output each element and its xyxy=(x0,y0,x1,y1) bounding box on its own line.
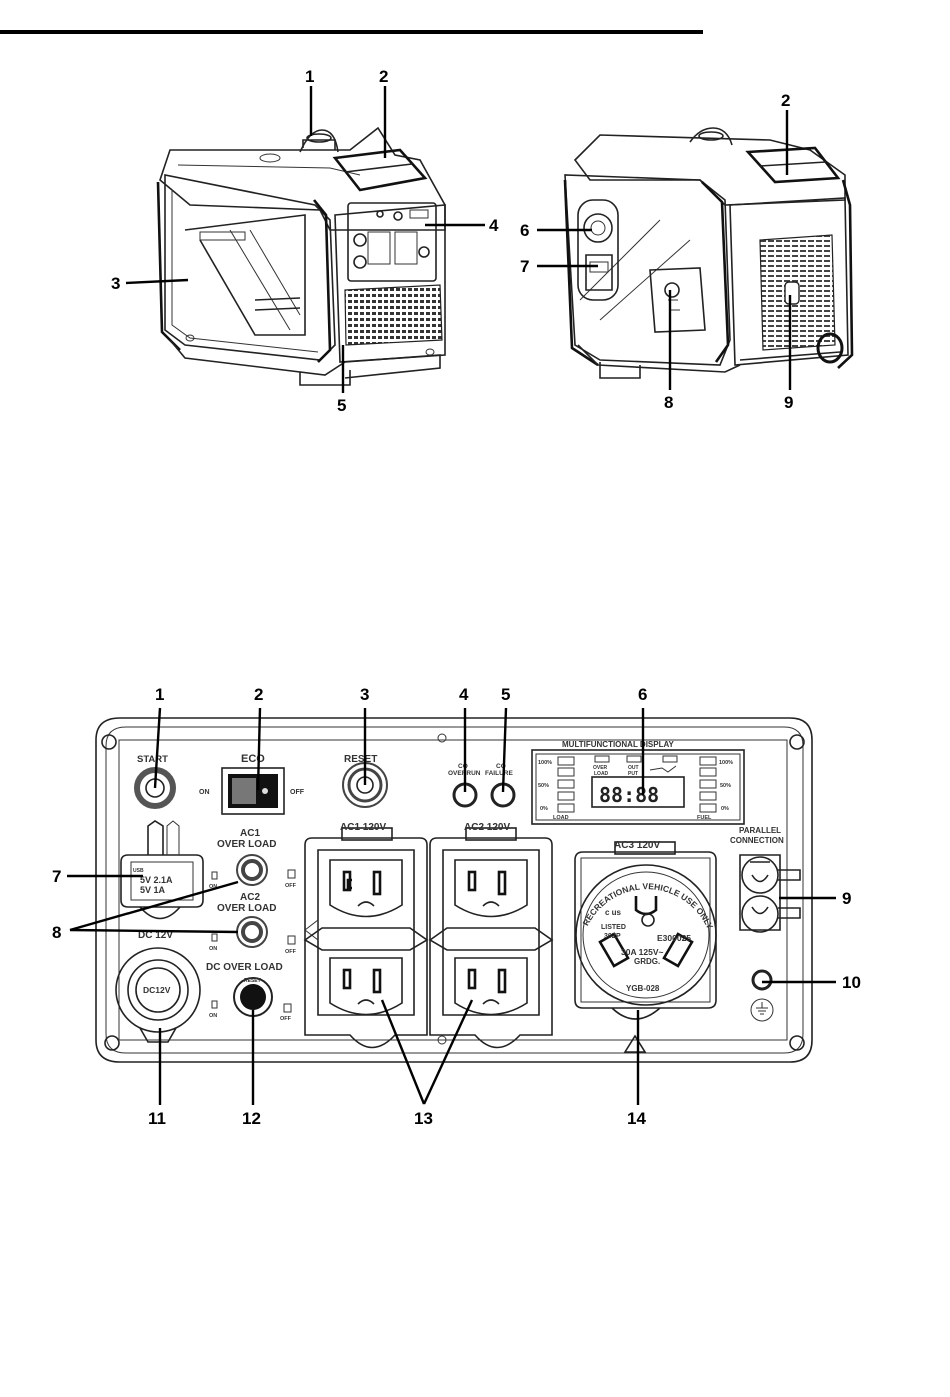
usb-rating-2: 5V 1A xyxy=(140,885,166,895)
ac1-off: OFF xyxy=(285,883,297,889)
co-failure-label-2: FAILURE xyxy=(485,770,513,777)
start-label: START xyxy=(137,754,168,765)
load-0: 0% xyxy=(540,806,548,812)
panel-callout-10: 10 xyxy=(842,973,861,992)
control-panel xyxy=(95,717,813,1063)
panel-callout-11: 11 xyxy=(148,1109,166,1128)
fuel-50: 50% xyxy=(720,783,731,789)
load-bar-cells xyxy=(557,756,575,813)
callout-9: 9 xyxy=(784,393,793,412)
c-us-mark: c us xyxy=(605,908,622,917)
callout-2b: 2 xyxy=(781,91,790,110)
cert-number: E300025 xyxy=(657,933,691,943)
panel-callout-9: 9 xyxy=(842,889,851,908)
lcd-readout: 88:88 xyxy=(599,783,659,807)
parallel-label-1: PARALLEL xyxy=(739,826,781,835)
out-put-2: PUT xyxy=(628,771,638,777)
dc12v-socket-label: DC12V xyxy=(143,985,171,995)
usb-rating-1: 5V 2.1A xyxy=(140,875,173,885)
callout-7: 7 xyxy=(520,257,529,276)
dc-overload: DC OVER LOAD xyxy=(206,962,283,973)
fuel-100: 100% xyxy=(719,760,733,766)
panel-callout-lines xyxy=(67,707,836,1105)
panel-callout-2: 2 xyxy=(254,685,263,704)
generator-rear-view xyxy=(563,127,854,379)
callout-5: 5 xyxy=(337,396,346,415)
ac2-off: OFF xyxy=(285,949,297,955)
dc-reset-small: RESET xyxy=(244,978,261,984)
fuel-bar-cells xyxy=(699,756,717,813)
callout-6: 6 xyxy=(520,221,529,240)
panel-callout-1: 1 xyxy=(155,685,164,704)
panel-callout-7: 7 xyxy=(52,867,61,886)
ac2-overload-1: AC2 xyxy=(240,892,260,903)
callout-3: 3 xyxy=(111,274,120,293)
ac1-label: AC1 120V xyxy=(340,822,386,833)
rating-2: GRDG. xyxy=(634,957,660,966)
ac3-rv-outlet xyxy=(574,841,717,1053)
ac2-label: AC2 120V xyxy=(464,822,510,833)
co-overrun-label-1: CO xyxy=(458,763,468,770)
over-load-2: LOAD xyxy=(594,771,609,777)
out-put-1: OUT xyxy=(628,765,639,771)
callout-2: 2 xyxy=(379,67,388,86)
ac3-label: AC3 120V xyxy=(614,840,660,851)
callout-1: 1 xyxy=(305,67,314,86)
eco-on-label: ON xyxy=(199,789,210,796)
fuel-0: 0% xyxy=(721,806,729,812)
usb-label: USB xyxy=(133,868,144,874)
ac1-overload-1: AC1 xyxy=(240,828,260,839)
ac2-overload-2: OVER LOAD xyxy=(217,903,276,914)
load-100: 100% xyxy=(538,760,552,766)
dc12v-top-label: DC 12V xyxy=(138,930,173,941)
dc-on: ON xyxy=(209,1013,217,1019)
eco-label: ECO xyxy=(241,753,265,765)
display-title: MULTIFUNCTIONAL DISPLAY xyxy=(562,740,675,749)
callout-4: 4 xyxy=(489,216,499,235)
header-rule xyxy=(0,30,703,34)
panel-callout-4: 4 xyxy=(459,685,469,704)
ac2-on: ON xyxy=(209,946,217,952)
panel-callout-14: 14 xyxy=(627,1109,646,1128)
load-label: LOAD xyxy=(553,815,569,821)
reset-label: RESET xyxy=(344,754,377,765)
listed-label: LISTED xyxy=(601,924,626,931)
listed-code: 30ZP xyxy=(604,933,621,940)
panel-callout-8: 8 xyxy=(52,923,61,942)
co-failure-label-1: CO xyxy=(496,763,506,770)
panel-callout-3: 3 xyxy=(360,685,369,704)
load-50: 50% xyxy=(538,783,549,789)
eco-off-label: OFF xyxy=(290,789,305,796)
ac2-outlet-housing xyxy=(428,827,554,1049)
right-figure-callouts xyxy=(537,110,792,390)
panel-callout-6: 6 xyxy=(638,685,647,704)
left-figure-callouts xyxy=(125,86,485,393)
fuel-label: FUEL xyxy=(697,815,712,821)
rating-1: 30A 125V~ xyxy=(621,947,663,957)
ac1-overload-2: OVER LOAD xyxy=(217,839,276,850)
ac1-on: ON xyxy=(209,884,217,890)
panel-callout-5: 5 xyxy=(501,685,510,704)
callout-8: 8 xyxy=(664,393,673,412)
generator-front-view xyxy=(156,126,446,386)
over-load-1: OVER xyxy=(593,765,608,771)
model-label: YGB-028 xyxy=(626,984,660,993)
panel-callout-13: 13 xyxy=(414,1109,433,1128)
parallel-label-2: CONNECTION xyxy=(730,836,784,845)
ac1-outlet-housing xyxy=(303,827,429,1049)
dc-off: OFF xyxy=(280,1016,292,1022)
panel-callout-12: 12 xyxy=(242,1109,261,1128)
